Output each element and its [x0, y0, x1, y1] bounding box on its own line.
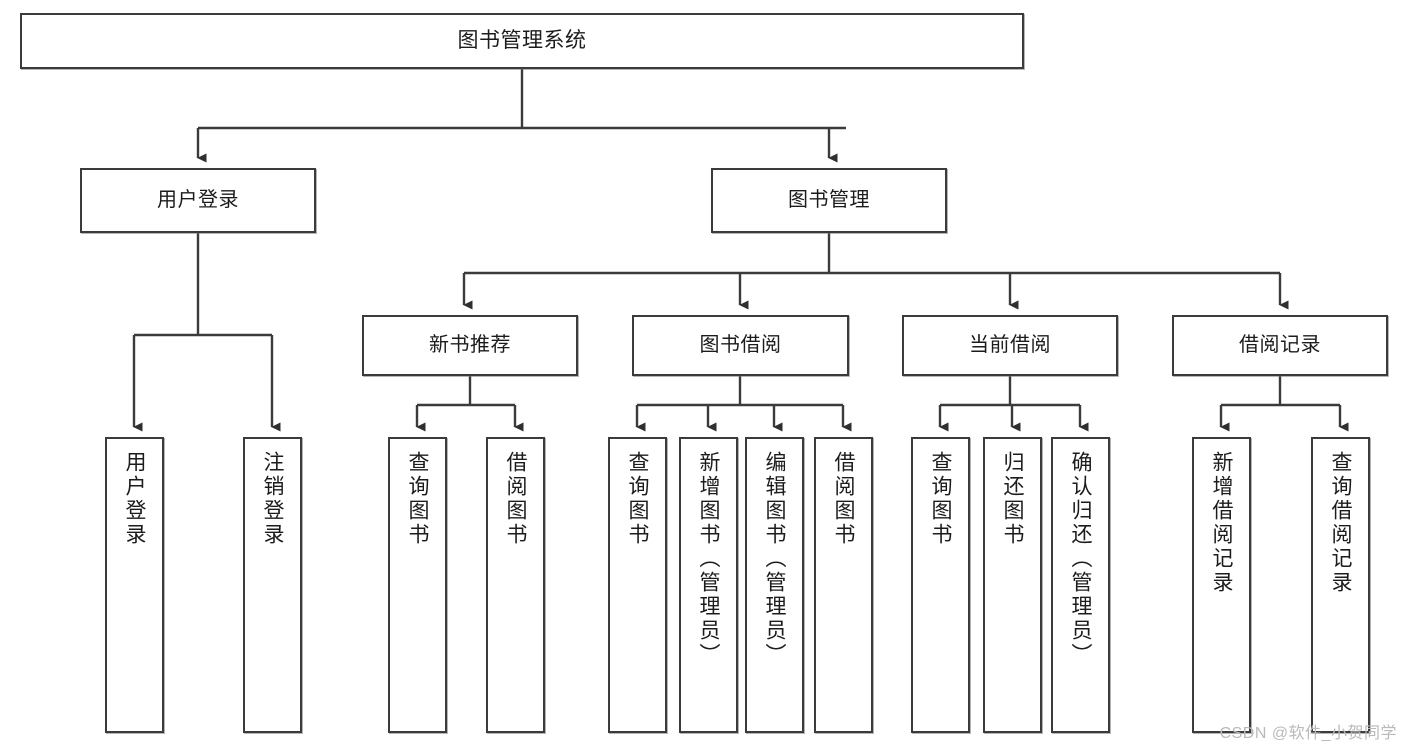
- leaf-query-borrow-record[interactable]: 查询借阅记录: [1311, 437, 1370, 733]
- leaf-logout-label: 注销登录: [261, 451, 284, 547]
- node-new-book-recommend-label: 新书推荐: [429, 334, 511, 356]
- leaf-query-borrow-record-label: 查询借阅记录: [1329, 451, 1352, 595]
- node-user-login[interactable]: 用户登录: [80, 168, 316, 233]
- leaf-borrow-books-label: 借阅图书: [832, 451, 855, 547]
- leaf-borrow-books-new-label: 借阅图书: [504, 451, 527, 547]
- leaf-return-books[interactable]: 归还图书: [983, 437, 1042, 733]
- leaf-query-books-new-label: 查询图书: [406, 451, 429, 547]
- leaf-add-book-admin[interactable]: 新增图书（管理员）: [679, 437, 738, 733]
- node-borrow-records-label: 借阅记录: [1239, 334, 1321, 356]
- leaf-query-books-current-label: 查询图书: [929, 451, 952, 547]
- leaf-user-login[interactable]: 用户登录: [105, 437, 164, 733]
- node-root-label: 图书管理系统: [457, 28, 587, 52]
- leaf-borrow-books-new[interactable]: 借阅图书: [486, 437, 545, 733]
- node-book-borrow[interactable]: 图书借阅: [632, 315, 849, 376]
- node-user-login-label: 用户登录: [157, 189, 239, 211]
- csdn-watermark: CSDN @软件_小贺同学: [1219, 725, 1397, 742]
- node-new-book-recommend[interactable]: 新书推荐: [362, 315, 578, 376]
- node-current-borrow-label: 当前借阅: [969, 334, 1051, 356]
- leaf-confirm-return-admin[interactable]: 确认归还（管理员）: [1051, 437, 1110, 733]
- leaf-query-books-new[interactable]: 查询图书: [388, 437, 447, 733]
- leaf-return-books-label: 归还图书: [1001, 451, 1024, 547]
- leaf-borrow-books[interactable]: 借阅图书: [814, 437, 873, 733]
- leaf-edit-book-admin-label: 编辑图书（管理员）: [763, 451, 786, 667]
- leaf-query-books-current[interactable]: 查询图书: [911, 437, 970, 733]
- node-book-management-label: 图书管理: [788, 189, 870, 211]
- leaf-add-borrow-record[interactable]: 新增借阅记录: [1192, 437, 1251, 733]
- leaf-add-borrow-record-label: 新增借阅记录: [1210, 451, 1233, 595]
- leaf-add-book-admin-label: 新增图书（管理员）: [697, 451, 720, 667]
- node-book-management[interactable]: 图书管理: [711, 168, 947, 233]
- leaf-edit-book-admin[interactable]: 编辑图书（管理员）: [745, 437, 804, 733]
- node-book-borrow-label: 图书借阅: [699, 334, 782, 356]
- leaf-user-login-label: 用户登录: [123, 451, 146, 547]
- node-root[interactable]: 图书管理系统: [20, 13, 1024, 69]
- node-borrow-records[interactable]: 借阅记录: [1172, 315, 1388, 376]
- leaf-query-books-borrow-label: 查询图书: [626, 451, 649, 547]
- leaf-confirm-return-admin-label: 确认归还（管理员）: [1069, 451, 1092, 667]
- node-current-borrow[interactable]: 当前借阅: [902, 315, 1118, 376]
- leaf-query-books-borrow[interactable]: 查询图书: [608, 437, 667, 733]
- leaf-logout[interactable]: 注销登录: [243, 437, 302, 733]
